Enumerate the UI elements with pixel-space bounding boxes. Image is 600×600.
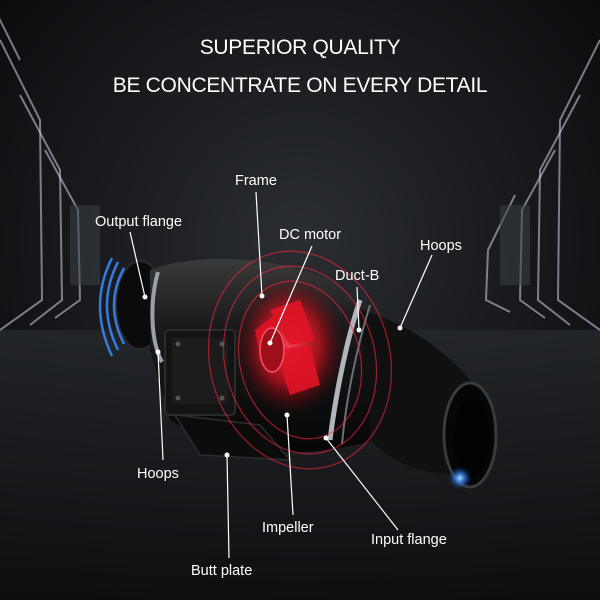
callout-butt-plate: Butt plate [191,563,253,579]
output-flange-glow [98,257,126,357]
headline-line-2: BE CONCENTRATE ON EVERY DETAIL [112,74,488,97]
callout-dots [142,293,403,458]
callout-hoops-right: Hoops [420,238,462,254]
leader-dc-motor [269,245,313,344]
callout-impeller: Impeller [262,520,314,536]
leader-hoops-right [399,254,433,329]
leader-hoops-left [157,351,164,461]
background-panel [500,205,530,285]
leader-duct-b [356,286,360,331]
callout-duct-b: Duct-B [335,268,380,284]
left-hoop-clamp [150,271,164,363]
terminal-screw [175,341,181,347]
right-hoop-clamp [327,299,363,441]
leader-impeller [286,414,294,516]
inline-duct-fan [98,250,498,490]
leader-frame [255,191,263,297]
terminal-screw [175,395,181,401]
terminal-screw [219,395,225,401]
callout-output-flange: Output flange [95,214,183,230]
terminal-box-cover [172,338,228,404]
input-flange-inner [454,398,490,478]
callout-frame: Frame [235,173,277,189]
input-flange-glow [448,466,472,490]
background-panel [70,205,100,285]
callout-dc-motor: DC motor [279,227,342,243]
headline-line-1: SUPERIOR QUALITY [199,36,401,59]
dc-motor-core [259,327,285,373]
leader-output-flange [129,231,146,298]
callout-leaders [129,191,433,559]
leader-butt-plate [226,454,230,559]
motor-orbit-rings [207,250,393,470]
callout-input-flange: Input flange [371,532,447,548]
tunnel-lights-right [484,39,600,331]
leader-input-flange [325,437,399,531]
callout-hoops-left: Hoops [137,466,179,482]
